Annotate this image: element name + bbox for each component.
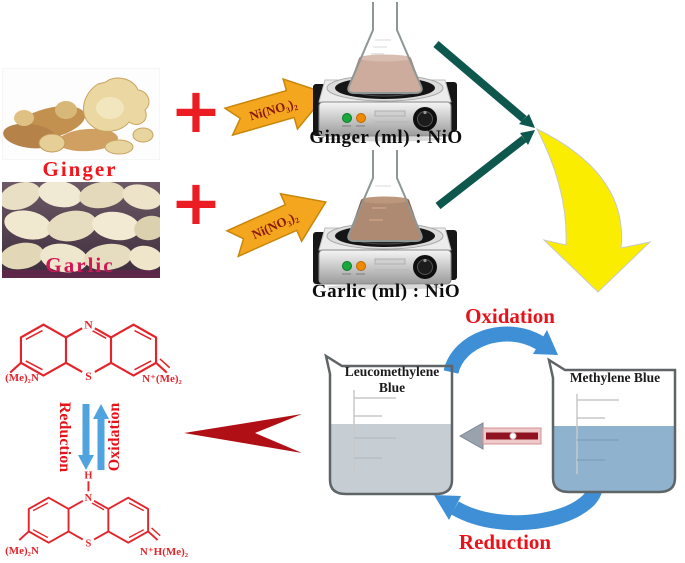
hotplate-assembly-garlic [311, 148, 461, 290]
reduction-arc [451, 486, 603, 531]
lmb-right-group: N⁺H(Me)₂ [139, 546, 189, 558]
teal-line-bottom [435, 135, 527, 210]
methylene-blue-structure: N S [2, 309, 174, 402]
flask-liquid [348, 200, 422, 241]
oxidation-arc [443, 326, 544, 375]
teal-arrowhead-top [519, 114, 535, 128]
ginger-photo-art [2, 68, 160, 160]
chevron-left-arrow [184, 414, 302, 453]
leuco-liquid [330, 424, 452, 494]
garlic-label: Garlic [45, 253, 115, 277]
lmb-n-atom: N [85, 493, 93, 504]
stir-arrow-head [458, 422, 484, 450]
mb-liquid [553, 426, 675, 492]
erlenmeyer-flask [347, 150, 423, 242]
heat-light-orange [356, 113, 366, 123]
reagent-arrow-shape [224, 77, 329, 137]
reduction-down-arrowhead [78, 455, 94, 470]
power-light-green [342, 261, 352, 271]
lmb-h-atom: H [84, 471, 92, 482]
yellow-curved-arrow [535, 127, 652, 293]
oxidation-up-arrowhead [93, 404, 109, 419]
hotplate-assembly-ginger [311, 0, 461, 142]
oxidation-arrowhead [533, 330, 558, 355]
leucomethylene-structure: H N S [2, 470, 174, 563]
mb-right-group: N⁺(Me)₂ [142, 373, 182, 385]
ginger-photo [2, 68, 160, 160]
ginger-label: Ginger [42, 157, 118, 181]
methylene-blue-label: Methylene Blue [569, 370, 661, 385]
reagent-arrow-garlic: Ni(NO₃)₂ [224, 184, 338, 260]
plus-sign-ginger: + [170, 74, 222, 147]
reduction-cycle-label: Reduction [458, 530, 552, 554]
mb-left-group: (Me)₂N [5, 372, 39, 384]
stir-bar-dot [509, 432, 517, 440]
beaker-outline [324, 353, 454, 496]
lmb-left-group: (Me)₂N [5, 545, 39, 557]
ginger-flask-label: Ginger (ml) : NiO [309, 127, 463, 148]
garlic-flask-label: Garlic (ml) : NiO [311, 281, 461, 302]
flask-liquid [348, 58, 422, 93]
beaker-outline [547, 357, 677, 494]
beaker-methylene [545, 356, 685, 498]
beaker-leucomethylene [322, 352, 462, 500]
reduction-arrowhead [434, 495, 461, 520]
reagent-arrow-ginger: Ni(NO₃)₂ [224, 74, 336, 142]
garlic-photo-art [2, 182, 160, 278]
reagent-arrow-shape [225, 192, 327, 258]
oxidation-cycle-label: Oxidation [465, 304, 555, 328]
lmb-s-atom: S [86, 539, 92, 550]
mb-s-atom: S [85, 370, 92, 383]
leucomethylene-blue-label: Leucomethylene Blue [344, 364, 440, 395]
power-light-green [342, 113, 352, 123]
teal-line-top [433, 40, 527, 123]
garlic-photo [2, 182, 160, 278]
plus-sign-garlic: + [170, 166, 222, 239]
teal-arrowhead-bottom [520, 130, 535, 145]
heat-light-orange [356, 261, 366, 271]
mb-n-atom: N [84, 319, 93, 332]
